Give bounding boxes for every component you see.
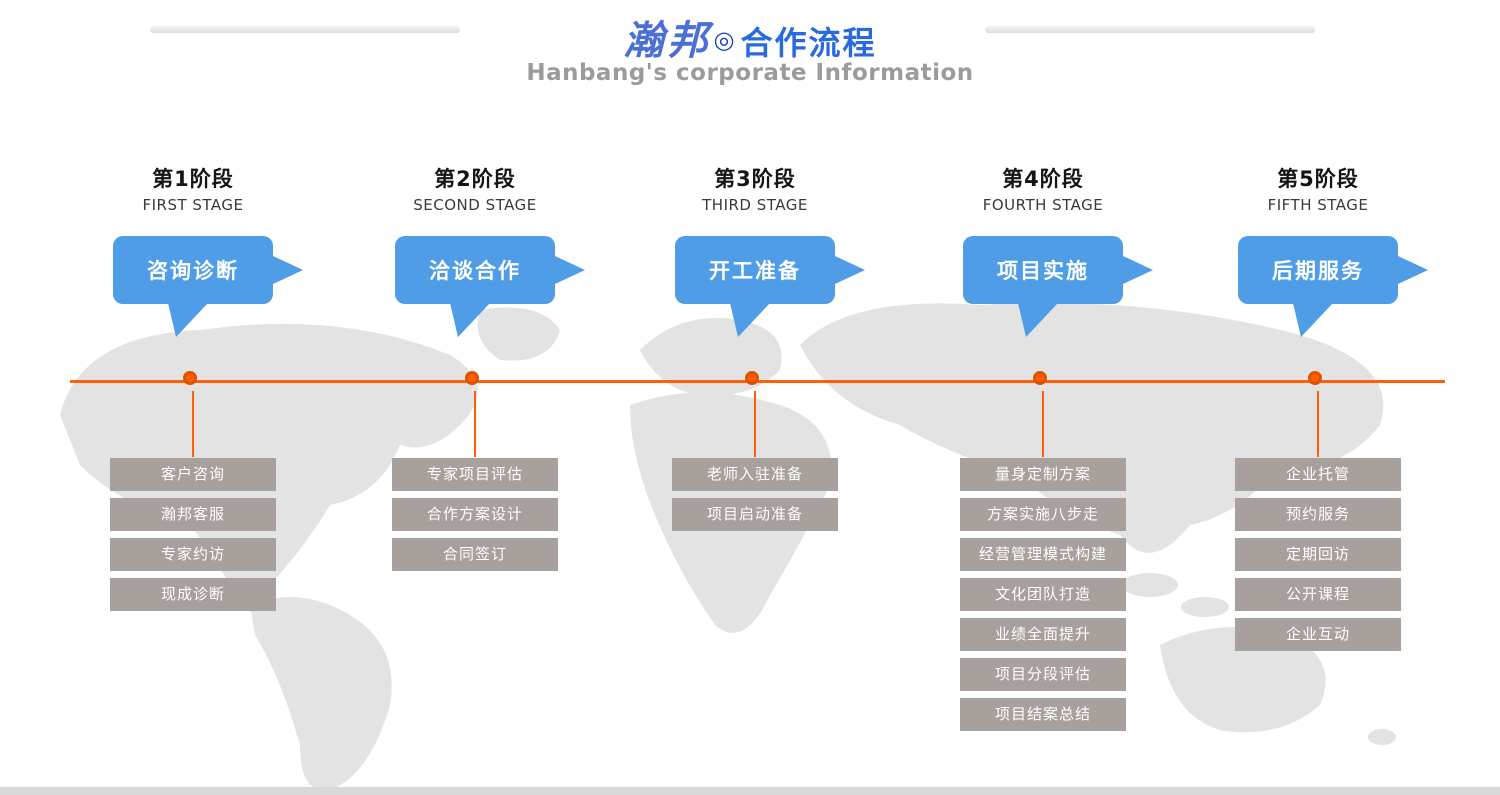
stage-item: 项目结案总结 (960, 698, 1126, 731)
stage-title: 第2阶段 (434, 167, 516, 191)
stage-bubble: 开工准备 (675, 236, 865, 337)
stage-item: 文化团队打造 (960, 578, 1126, 611)
stage-bubble: 洽谈合作 (395, 236, 585, 337)
stage-column-1: 第1阶段 FIRST STAGE 咨询诊断 客户咨询 瀚邦客服 专家约访 现成诊… (73, 160, 313, 780)
timeline-node-dot (465, 371, 479, 385)
stage-item: 经营管理模式构建 (960, 538, 1126, 571)
stage-bubble: 咨询诊断 (113, 236, 303, 337)
stage-item: 专家约访 (110, 538, 276, 571)
timeline-node-dot (745, 371, 759, 385)
stage-column-3: 第3阶段 THIRD STAGE 开工准备 老师入驻准备 项目启动准备 (635, 160, 875, 780)
stage-subtitle: FOURTH STAGE (982, 196, 1104, 214)
header-decor-line-right (985, 26, 1315, 33)
stage-bubble-label: 项目实施 (997, 259, 1089, 283)
timeline-node-dot (183, 371, 197, 385)
stage-item: 项目启动准备 (672, 498, 838, 531)
timeline-connector (192, 391, 194, 457)
stage-item: 合同签订 (392, 538, 558, 571)
stage-item: 定期回访 (1235, 538, 1401, 571)
badge-icon: ◎ (713, 26, 735, 54)
stage-item: 预约服务 (1235, 498, 1401, 531)
stage-column-5: 第5阶段 FIFTH STAGE 后期服务 企业托管 预约服务 定期回访 公开课… (1198, 160, 1438, 780)
stage-bubble-label: 咨询诊断 (147, 259, 239, 283)
timeline-connector (474, 391, 476, 457)
stage-item: 企业托管 (1235, 458, 1401, 491)
timeline-node-dot (1308, 371, 1322, 385)
stage-title: 第3阶段 (714, 167, 796, 191)
stage-item: 现成诊断 (110, 578, 276, 611)
stage-bubble-label: 开工准备 (709, 259, 801, 283)
stage-subtitle: THIRD STAGE (702, 196, 808, 214)
stage-bubble-label: 后期服务 (1272, 259, 1364, 283)
stage-item: 量身定制方案 (960, 458, 1126, 491)
stage-subtitle: FIRST STAGE (142, 196, 244, 214)
timeline-connector (1042, 391, 1044, 457)
stage-item: 公开课程 (1235, 578, 1401, 611)
stage-column-2: 第2阶段 SECOND STAGE 洽谈合作 专家项目评估 合作方案设计 合同签… (355, 160, 595, 780)
stage-column-4: 第4阶段 FOURTH STAGE 项目实施 量身定制方案 方案实施八步走 经营… (923, 160, 1163, 780)
page-title: 合作流程 (740, 24, 877, 62)
stage-title: 第4阶段 (1002, 167, 1084, 191)
stage-bubble: 项目实施 (963, 236, 1153, 337)
stage-item: 项目分段评估 (960, 658, 1126, 691)
brand-logo-text: 瀚邦 (623, 17, 712, 64)
header-decor-line-left (150, 26, 460, 33)
stage-bubble-label: 洽谈合作 (429, 259, 521, 283)
stage-item: 业绩全面提升 (960, 618, 1126, 651)
timeline-node-dot (1033, 371, 1047, 385)
timeline-connector (754, 391, 756, 457)
page-subtitle: Hanbang's corporate Information (526, 60, 974, 86)
stage-item: 企业互动 (1235, 618, 1401, 651)
stage-title: 第5阶段 (1277, 167, 1359, 191)
stage-bubble: 后期服务 (1238, 236, 1428, 337)
footer-bar (0, 787, 1500, 795)
stage-item: 瀚邦客服 (110, 498, 276, 531)
stage-item: 老师入驻准备 (672, 458, 838, 491)
stage-item: 方案实施八步走 (960, 498, 1126, 531)
stage-subtitle: FIFTH STAGE (1267, 196, 1369, 214)
stage-item: 专家项目评估 (392, 458, 558, 491)
stage-item: 客户咨询 (110, 458, 276, 491)
title-row: 瀚邦◎合作流程 (0, 8, 1500, 66)
stage-item: 合作方案设计 (392, 498, 558, 531)
stage-subtitle: SECOND STAGE (413, 196, 537, 214)
timeline-connector (1317, 391, 1319, 457)
stage-title: 第1阶段 (152, 167, 234, 191)
